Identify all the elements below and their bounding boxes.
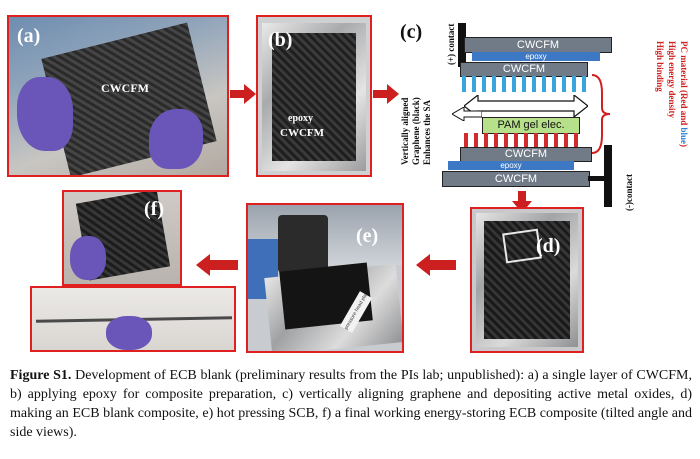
arrow-right-icon	[230, 84, 256, 104]
arrow-left-icon	[452, 107, 482, 121]
right-annotation: PC material (Red and blue) High energy d…	[654, 41, 690, 147]
minus-contact-bar-v	[604, 145, 612, 207]
glove-right	[106, 316, 152, 350]
glove-right	[149, 109, 203, 169]
arrow-right-icon	[373, 84, 399, 104]
right-text-1c: )	[679, 144, 689, 148]
right-text-1a: PC material (Red and	[679, 41, 689, 128]
layer-cwcfm-bottom-text: CWCFM	[494, 173, 538, 185]
layer-epoxy-top: epoxy	[472, 52, 600, 61]
layer-cwcfm-bottom: CWCFM	[442, 171, 590, 187]
panel-d-photo: (d)	[470, 207, 584, 353]
panel-f-photo-tilted: (f)	[62, 190, 182, 286]
press-machine	[278, 215, 328, 273]
layer-cwcfm-mid-top-text: CWCFM	[502, 63, 546, 75]
panel-e-label: (e)	[356, 225, 379, 247]
figure-caption: Figure S1. Development of ECB blank (pre…	[10, 366, 692, 442]
panel-a-label: (a)	[17, 25, 41, 47]
left-text-2: Graphene (black)	[411, 97, 421, 165]
glove-left	[70, 236, 106, 280]
figure-caption-text: Development of ECB blank (preliminary re…	[10, 368, 692, 440]
arrow-down-icon	[512, 191, 532, 213]
right-text-3: High binding	[655, 41, 665, 92]
layer-epoxy-bottom-text: epoxy	[500, 161, 522, 170]
layer-cwcfm-top: CWCFM	[464, 37, 612, 53]
arrow-left-icon	[196, 254, 238, 276]
panel-b-label: (b)	[268, 29, 293, 51]
left-annotation: Vertically aligned Graphene (black) Enha…	[400, 97, 433, 165]
right-text-1: PC material (Red and blue)	[678, 41, 690, 147]
panel-c-schematic: (c) Vertically aligned Graphene (black) …	[398, 15, 694, 213]
layer-cwcfm-mid-bottom-text: CWCFM	[504, 148, 548, 160]
right-text-1b: blue	[679, 127, 689, 145]
panel-b-material-label: CWCFM	[280, 127, 324, 139]
left-text-3: Enhances the SA	[422, 99, 432, 165]
panel-b-epoxy-label: epoxy	[288, 113, 313, 124]
panel-c-label: (c)	[400, 21, 423, 43]
gel-electrolyte-box: PAM gel elec.	[482, 117, 580, 134]
gel-electrolyte-text: PAM gel elec.	[497, 119, 565, 131]
panel-f-photo-side	[30, 286, 236, 352]
panel-f-label: (f)	[144, 198, 164, 220]
carbon-fiber-sheet	[484, 221, 570, 339]
layer-cwcfm-top-text: CWCFM	[516, 39, 560, 51]
brace-icon	[591, 74, 611, 154]
figure-caption-lead: Figure S1.	[10, 368, 72, 383]
panel-a-photo: (a) CWCFM	[7, 15, 229, 177]
layer-epoxy-top-text: epoxy	[525, 52, 547, 61]
arrow-left-icon	[416, 254, 456, 276]
double-arrow-icon	[464, 95, 588, 117]
plus-contact-bar	[458, 23, 466, 67]
panel-e-photo: pressure head plate (e)	[246, 203, 404, 353]
plus-contact-label: (+) contact	[446, 23, 456, 65]
left-text-1: Vertically aligned	[400, 97, 410, 165]
panel-d-label: (d)	[536, 235, 561, 257]
graphene-bristles-bottom	[464, 133, 578, 148]
glove-left	[17, 77, 73, 151]
layer-cwcfm-mid-bottom: CWCFM	[460, 147, 592, 162]
panel-b-photo: (b) epoxy CWCFM	[256, 15, 372, 177]
layer-cwcfm-mid-top: CWCFM	[460, 62, 588, 77]
layer-epoxy-bottom: epoxy	[448, 161, 574, 170]
carbon-fiber-sheet	[272, 33, 356, 161]
graphene-bristles-top	[462, 76, 586, 92]
minus-contact-bar-h	[588, 176, 608, 181]
right-text-2: High energy density	[667, 41, 677, 119]
panel-a-material-label: CWCFM	[101, 81, 149, 95]
minus-contact-label: (-)contact	[624, 174, 634, 211]
